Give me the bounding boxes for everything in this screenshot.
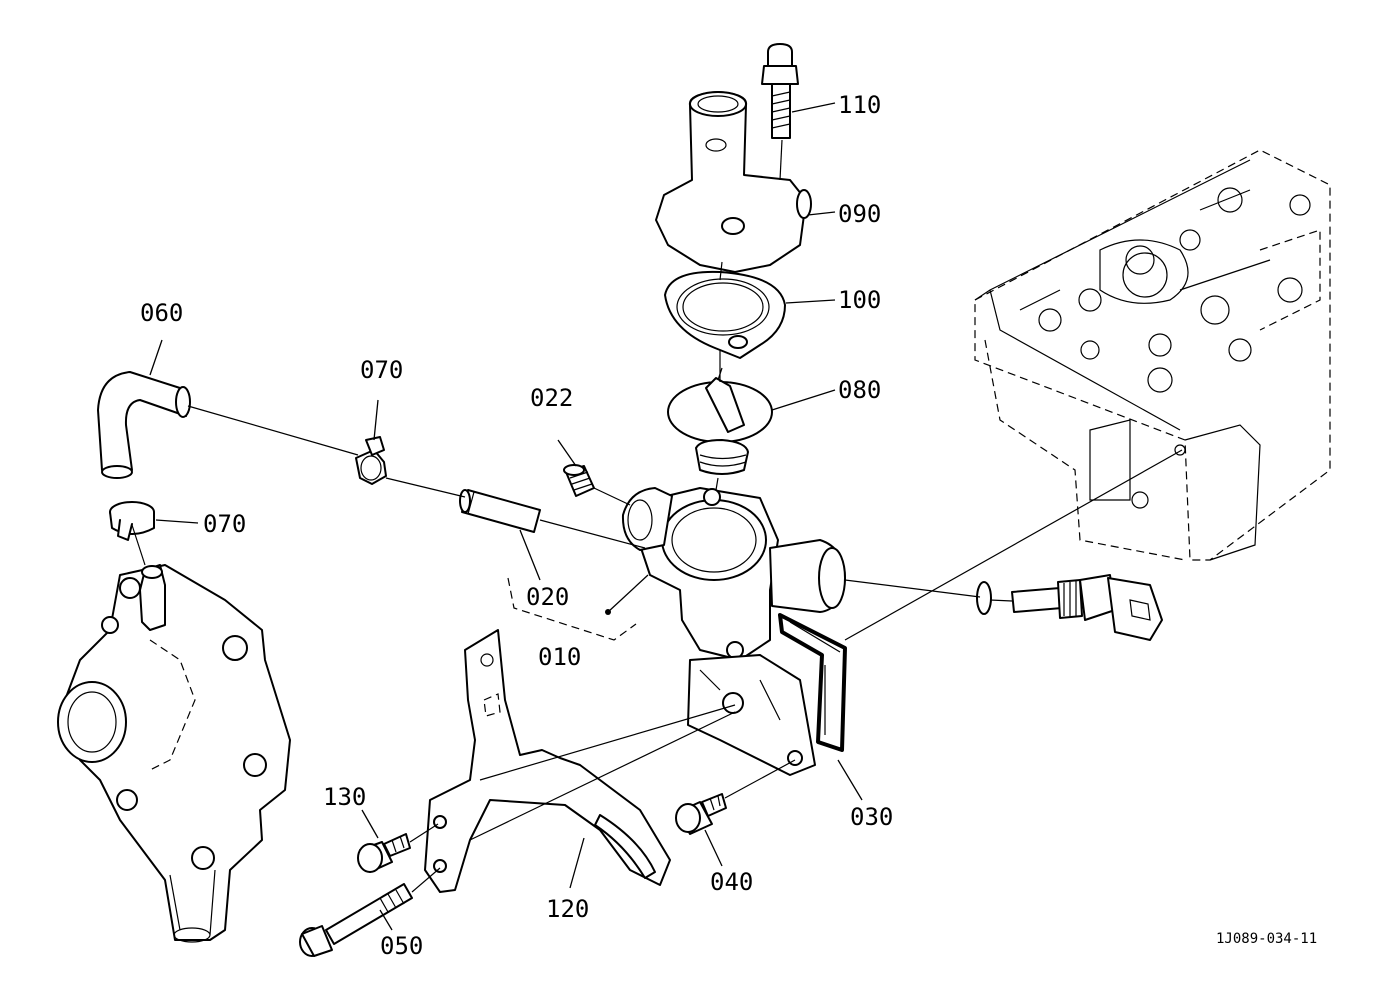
callout-labels: 110 090 100 080 022 060 070 070 020 010 … [140,91,1317,960]
bolt-110 [761,43,799,139]
callout-070-upper: 070 [360,356,403,384]
temperature-sensor [976,574,1163,641]
callout-090: 090 [838,200,881,228]
engine-cylinder-head [974,149,1331,561]
hose-clamp-070-upper [355,436,387,485]
bypass-hose-060 [97,371,191,479]
callout-010: 010 [538,643,581,671]
callout-040: 040 [710,868,753,896]
assembly-dot [605,609,611,615]
plug-022 [563,464,595,497]
callout-130: 130 [323,783,366,811]
diagram-reference-id: 1J089-034-11 [1216,931,1317,947]
callout-070-lower: 070 [203,510,246,538]
leader-lines [149,102,863,931]
gasket-030 [778,613,847,752]
callout-030: 030 [850,803,893,831]
callout-080: 080 [838,376,881,404]
water-pump-housing [57,564,291,943]
bracket-120 [424,629,671,893]
callout-100: 100 [838,286,881,314]
bolt-050 [299,883,413,957]
callout-060: 060 [140,299,183,327]
gasket-100 [664,270,786,359]
thermostat-housing-010 [621,487,846,776]
bolt-130 [357,833,411,873]
bypass-pipe-020 [459,489,541,533]
assembly-lines [131,139,1183,893]
callout-120: 120 [546,895,589,923]
callout-022: 022 [530,384,573,412]
bolt-040 [675,793,727,835]
thermostat-cover-090 [655,91,812,273]
callout-020: 020 [526,583,569,611]
hose-clamp-070-lower [109,501,155,541]
callout-050: 050 [380,932,423,960]
thermostat-080 [667,367,773,475]
callout-110: 110 [838,91,881,119]
